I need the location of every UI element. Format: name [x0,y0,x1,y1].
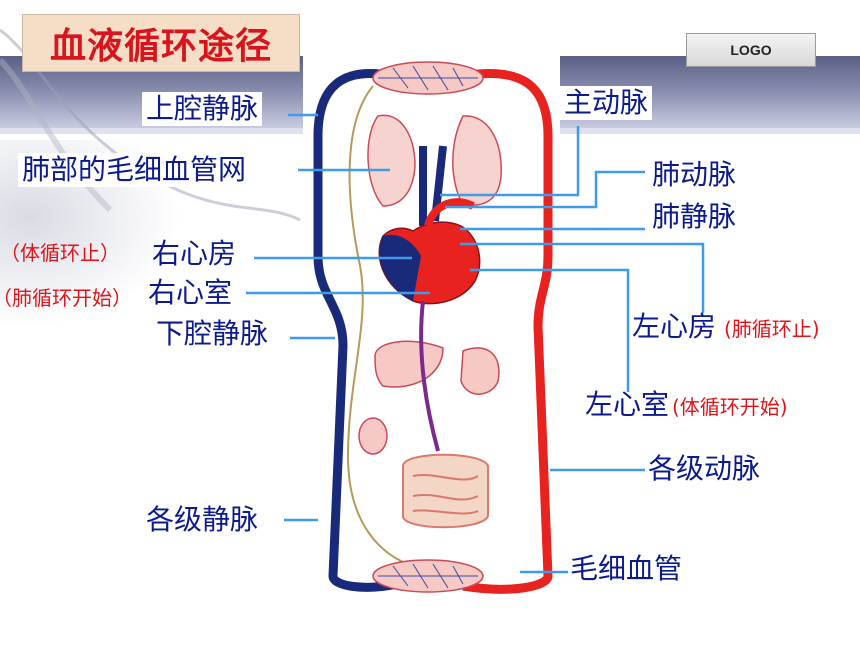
label-pulmonary-vein: 肺静脉 [652,200,737,233]
note-right-atrium: （体循环止） [0,241,120,265]
stomach-organ [460,347,500,395]
liver-organ [374,340,444,388]
note-right-ventricle: （肺循环开始） [0,286,132,310]
label-capillaries: 毛细血管 [570,552,683,585]
label-right-atrium: 右心房 [152,237,237,270]
label-left-ventricle: 左心室 [585,388,670,421]
label-veins: 各级静脉 [146,503,259,536]
label-inferior-vena-cava: 下腔静脉 [156,317,269,350]
intestine-organ [402,453,489,529]
label-right-ventricle: 右心室 [148,276,233,309]
logo: LOGO [686,33,816,67]
vein-loop-left [313,69,399,592]
label-lung-capillary-net: 肺部的毛细血管网 [18,153,251,187]
label-arteries: 各级动脉 [648,452,761,485]
label-pulmonary-artery: 肺动脉 [652,158,737,191]
circulation-diagram [303,56,560,604]
note-left-ventricle: (体循环开始) [672,395,788,419]
label-aorta: 主动脉 [560,86,653,120]
left-lung [367,114,416,207]
kidney-organ [358,417,388,455]
page-title: 血液循环途径 [22,14,300,72]
label-superior-vena-cava: 上腔静脉 [142,92,263,126]
nerve-line [346,85,414,567]
note-left-atrium: (肺循环止) [724,317,820,341]
label-left-atrium: 左心房 [632,310,717,343]
